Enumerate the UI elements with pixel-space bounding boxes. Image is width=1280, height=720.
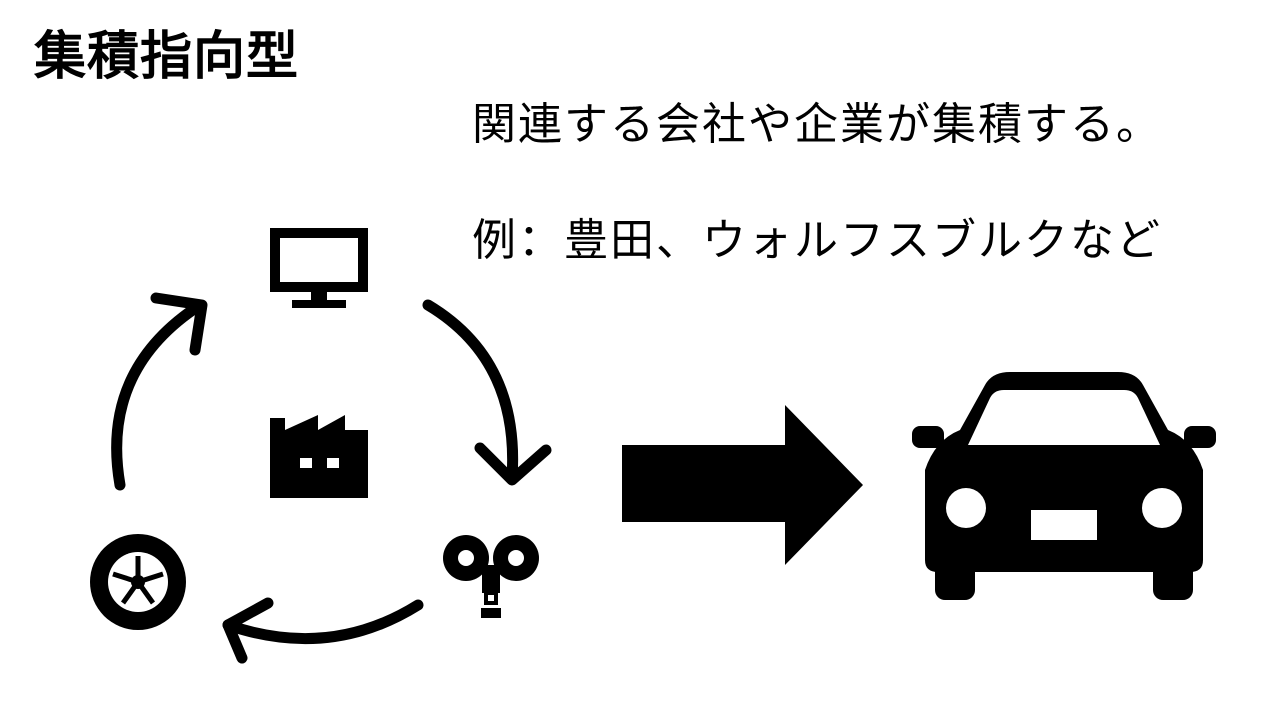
- right-arrow-icon: [622, 405, 863, 565]
- description-text: 関連する会社や企業が集積する。: [472, 99, 1162, 150]
- example-text: 例：豊田、ウォルフスブルクなど: [472, 215, 1162, 266]
- monitor-icon: [270, 228, 368, 308]
- slide-title: 集積指向型: [34, 27, 300, 87]
- factory-icon: [270, 415, 368, 498]
- cycle-arrow-icon: [111, 292, 552, 664]
- car-icon: [912, 372, 1216, 600]
- tire-icon: [90, 534, 186, 630]
- key-icon: [443, 535, 539, 618]
